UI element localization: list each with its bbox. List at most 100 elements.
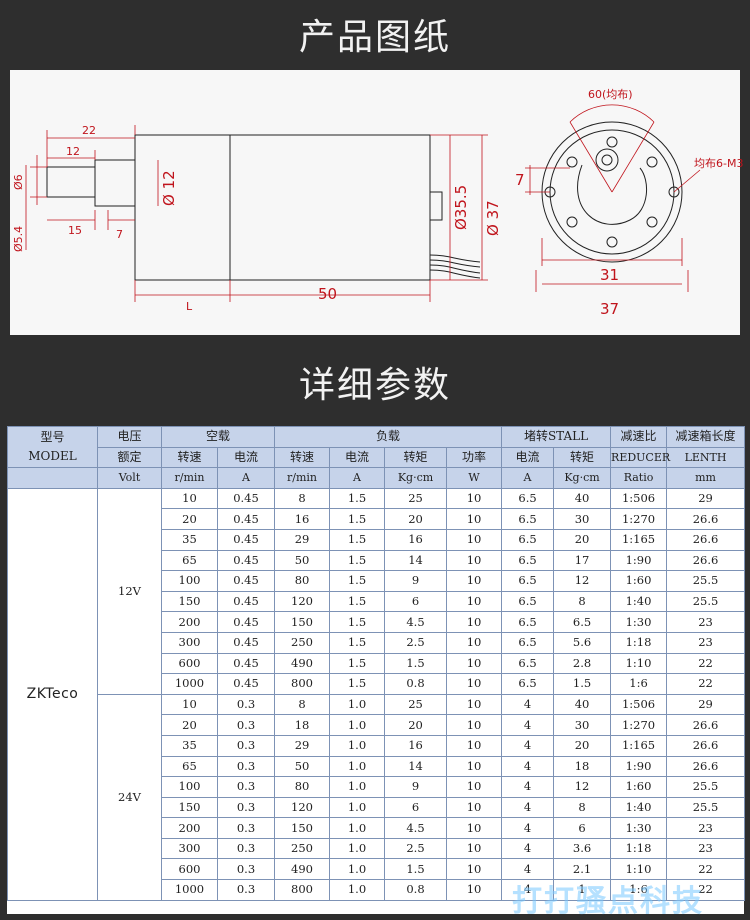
table-cell: 65 xyxy=(161,755,218,778)
table-cell: 22 xyxy=(666,879,746,901)
table-cell: 10 xyxy=(446,796,503,819)
table-cell: 23 xyxy=(666,817,746,839)
table-cell: 25.5 xyxy=(666,776,746,798)
table-cell: 18 xyxy=(553,755,612,778)
table-cell: 0.45 xyxy=(216,528,276,551)
table-cell: 80 xyxy=(274,776,331,798)
table-cell: 0.3 xyxy=(216,796,276,819)
table-cell: 10 xyxy=(446,714,503,736)
table-cell: 1:270 xyxy=(610,508,668,530)
table-cell: 4 xyxy=(501,776,555,798)
header-power: 功率 xyxy=(446,446,503,469)
dim-shaft-diameter: Ø6 xyxy=(12,174,25,190)
table-cell: 10 xyxy=(446,611,503,633)
table-cell: 1:6 xyxy=(610,879,668,901)
unit-speed-noload: r/min xyxy=(161,467,218,489)
table-cell: 1.5 xyxy=(384,652,448,675)
table-cell: 120 xyxy=(274,590,331,613)
header-ratio: 减速比 xyxy=(610,426,668,448)
table-cell: 22 xyxy=(666,858,746,881)
table-cell: 0.3 xyxy=(216,776,276,798)
header-length-en: LENTH xyxy=(666,446,746,469)
table-cell: 0.45 xyxy=(216,570,276,592)
table-cell: 30 xyxy=(553,714,612,736)
table-cell: 6.5 xyxy=(501,528,555,551)
table-cell: 6.5 xyxy=(501,508,555,530)
table-cell: 4 xyxy=(501,755,555,778)
table-cell: 80 xyxy=(274,570,331,592)
unit-length: mm xyxy=(666,467,746,489)
table-cell: 25.5 xyxy=(666,796,746,819)
table-cell: 0.8 xyxy=(384,879,448,901)
table-cell: 1.5 xyxy=(329,652,386,675)
table-cell: 26.6 xyxy=(666,508,746,530)
dim-boss-diameter: Ø 12 xyxy=(160,170,178,206)
table-cell: 1.0 xyxy=(329,817,386,839)
dim-22: 22 xyxy=(82,124,96,137)
table-cell: 120 xyxy=(274,796,331,819)
table-cell: 1.5 xyxy=(329,673,386,695)
table-cell: 2.1 xyxy=(553,858,612,881)
table-cell: 1:30 xyxy=(610,611,668,633)
table-cell: 0.45 xyxy=(216,673,276,695)
voltage-cell: 12V xyxy=(97,487,162,695)
dim-front-31: 31 xyxy=(600,266,619,284)
table-cell: 40 xyxy=(553,693,612,716)
table-cell: 10 xyxy=(446,879,503,901)
unit-power: W xyxy=(446,467,503,489)
table-cell: 8 xyxy=(553,590,612,613)
table-cell: 1.5 xyxy=(384,858,448,881)
table-cell: 1:506 xyxy=(610,487,668,510)
watermark: 打打骚点科技 xyxy=(512,884,704,919)
table-cell: 1:270 xyxy=(610,714,668,736)
table-cell: 6 xyxy=(384,590,448,613)
table-cell: 6.5 xyxy=(501,570,555,592)
table-cell: 35 xyxy=(161,734,218,757)
table-cell: 10 xyxy=(446,508,503,530)
table-cell: 0.3 xyxy=(216,817,276,839)
table-cell: 0.45 xyxy=(216,590,276,613)
table-cell: 1.5 xyxy=(329,570,386,592)
table-cell: 0.3 xyxy=(216,879,276,901)
table-cell: 250 xyxy=(274,631,331,654)
table-cell: 10 xyxy=(446,837,503,860)
table-cell: 1.5 xyxy=(329,528,386,551)
table-cell: 6.5 xyxy=(501,487,555,510)
table-cell: 10 xyxy=(446,487,503,510)
table-cell: 20 xyxy=(161,508,218,530)
table-cell: 6 xyxy=(384,796,448,819)
table-cell: 29 xyxy=(666,487,746,510)
unit-current-noload: A xyxy=(216,467,276,489)
table-cell: 1.5 xyxy=(329,631,386,654)
table-cell: 1.0 xyxy=(329,858,386,881)
table-cell: 20 xyxy=(161,714,218,736)
table-cell: 0.3 xyxy=(216,734,276,757)
table-cell: 20 xyxy=(384,508,448,530)
header-current-load: 电流 xyxy=(329,446,386,469)
header-torque-stall: 转矩 xyxy=(553,446,612,469)
table-cell: 6.5 xyxy=(501,611,555,633)
table-cell: 1:165 xyxy=(610,734,668,757)
table-cell: 1:10 xyxy=(610,858,668,881)
table-cell: 0.45 xyxy=(216,508,276,530)
table-cell: 6.5 xyxy=(501,673,555,695)
table-cell: 1.0 xyxy=(329,837,386,860)
table-cell: 1:40 xyxy=(610,796,668,819)
table-cell: 1.0 xyxy=(329,755,386,778)
table-cell: 300 xyxy=(161,631,218,654)
table-cell: 10 xyxy=(446,549,503,572)
header-rated: 额定 xyxy=(97,446,162,469)
table-cell: 26.6 xyxy=(666,734,746,757)
table-cell: 1.5 xyxy=(329,611,386,633)
table-cell: 150 xyxy=(274,817,331,839)
unit-torque-load: Kg·cm xyxy=(384,467,448,489)
table-cell: 1.0 xyxy=(329,734,386,757)
